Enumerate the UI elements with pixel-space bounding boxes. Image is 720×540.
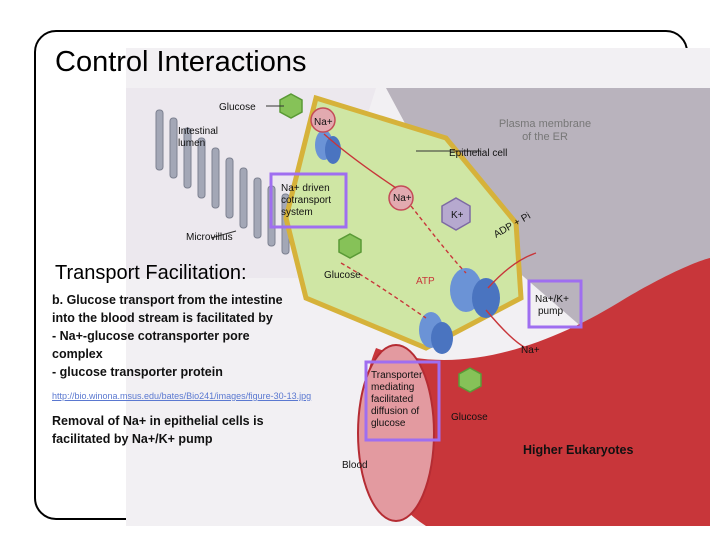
body-line-4: complex <box>52 347 103 361</box>
plasma-membrane-line-1: Plasma membrane <box>498 118 592 130</box>
body-line-2: into the blood stream is facilitated by <box>52 311 273 325</box>
label-atp: ATP <box>416 276 435 287</box>
label-transporter-5: glucose <box>371 418 406 429</box>
transport-arrows <box>323 133 537 349</box>
label-epithelial-cell: Epithelial cell <box>449 148 507 159</box>
transport-diagram: Glucose Na+ Intestinal lumen Epithelial … <box>126 48 710 526</box>
label-na-top: Na+ <box>314 117 333 128</box>
label-na-mid: Na+ <box>393 193 412 204</box>
label-intestinal-lumen-2: lumen <box>178 138 205 149</box>
vessel-opening <box>357 344 435 522</box>
label-transporter-3: facilitated <box>371 394 413 405</box>
label-intestinal-lumen-1: Intestinal <box>178 126 218 137</box>
body-glucose-transport: b. Glucose transport from the intestine … <box>52 291 283 381</box>
label-glucose-mid: Glucose <box>324 270 361 281</box>
label-k-plus: K+ <box>451 210 464 221</box>
body-line-3: - Na+-glucose cotransporter pore <box>52 329 250 343</box>
label-glucose-top: Glucose <box>219 102 256 113</box>
body-line-5: - glucose transporter protein <box>52 365 223 379</box>
label-blood: Blood <box>342 460 368 471</box>
label-na-driven-1: Na+ driven <box>281 183 330 194</box>
label-na-driven-3: system <box>281 207 313 218</box>
label-na-driven-2: cotransport <box>281 195 331 206</box>
label-microvillus: Microvillus <box>186 232 233 243</box>
blood-vessel <box>364 258 710 526</box>
pump-protein <box>450 268 500 318</box>
removal-line-1: Removal of Na+ in epithelial cells is <box>52 414 264 428</box>
leader-lines <box>210 105 481 239</box>
slide-subtitle: Transport Facilitation: <box>55 262 247 284</box>
label-transporter-4: diffusion of <box>371 406 419 417</box>
k-ion <box>441 197 471 231</box>
glucose-molecules <box>279 93 482 393</box>
label-transporter-1: Transporter <box>371 370 423 381</box>
basal-transporter <box>419 312 453 354</box>
label-glucose-bottom: Glucose <box>451 412 488 423</box>
highlight-boxes <box>269 172 583 442</box>
higher-eukaryotes-label: Higher Eukaryotes <box>523 443 634 457</box>
slide-title: Control Interactions <box>55 46 307 78</box>
label-pump-1: Na+/K+ <box>535 294 569 305</box>
adjacent-cell <box>386 88 710 348</box>
na-ions <box>310 107 414 211</box>
plasma-membrane-line-2: of the ER <box>522 131 568 143</box>
label-transporter-2: mediating <box>371 382 414 393</box>
label-pump-2: pump <box>538 306 563 317</box>
body-line-1: b. Glucose transport from the intestine <box>52 293 283 307</box>
label-na-right: Na+ <box>521 345 540 356</box>
removal-line-2: facilitated by Na+/K+ pump <box>52 432 213 446</box>
plasma-membrane-label: Plasma membrane of the ER <box>480 118 610 144</box>
body-na-removal: Removal of Na+ in epithelial cells is fa… <box>52 412 264 448</box>
source-link[interactable]: http://bio.winona.msus.edu/bates/Bio241/… <box>52 391 312 401</box>
